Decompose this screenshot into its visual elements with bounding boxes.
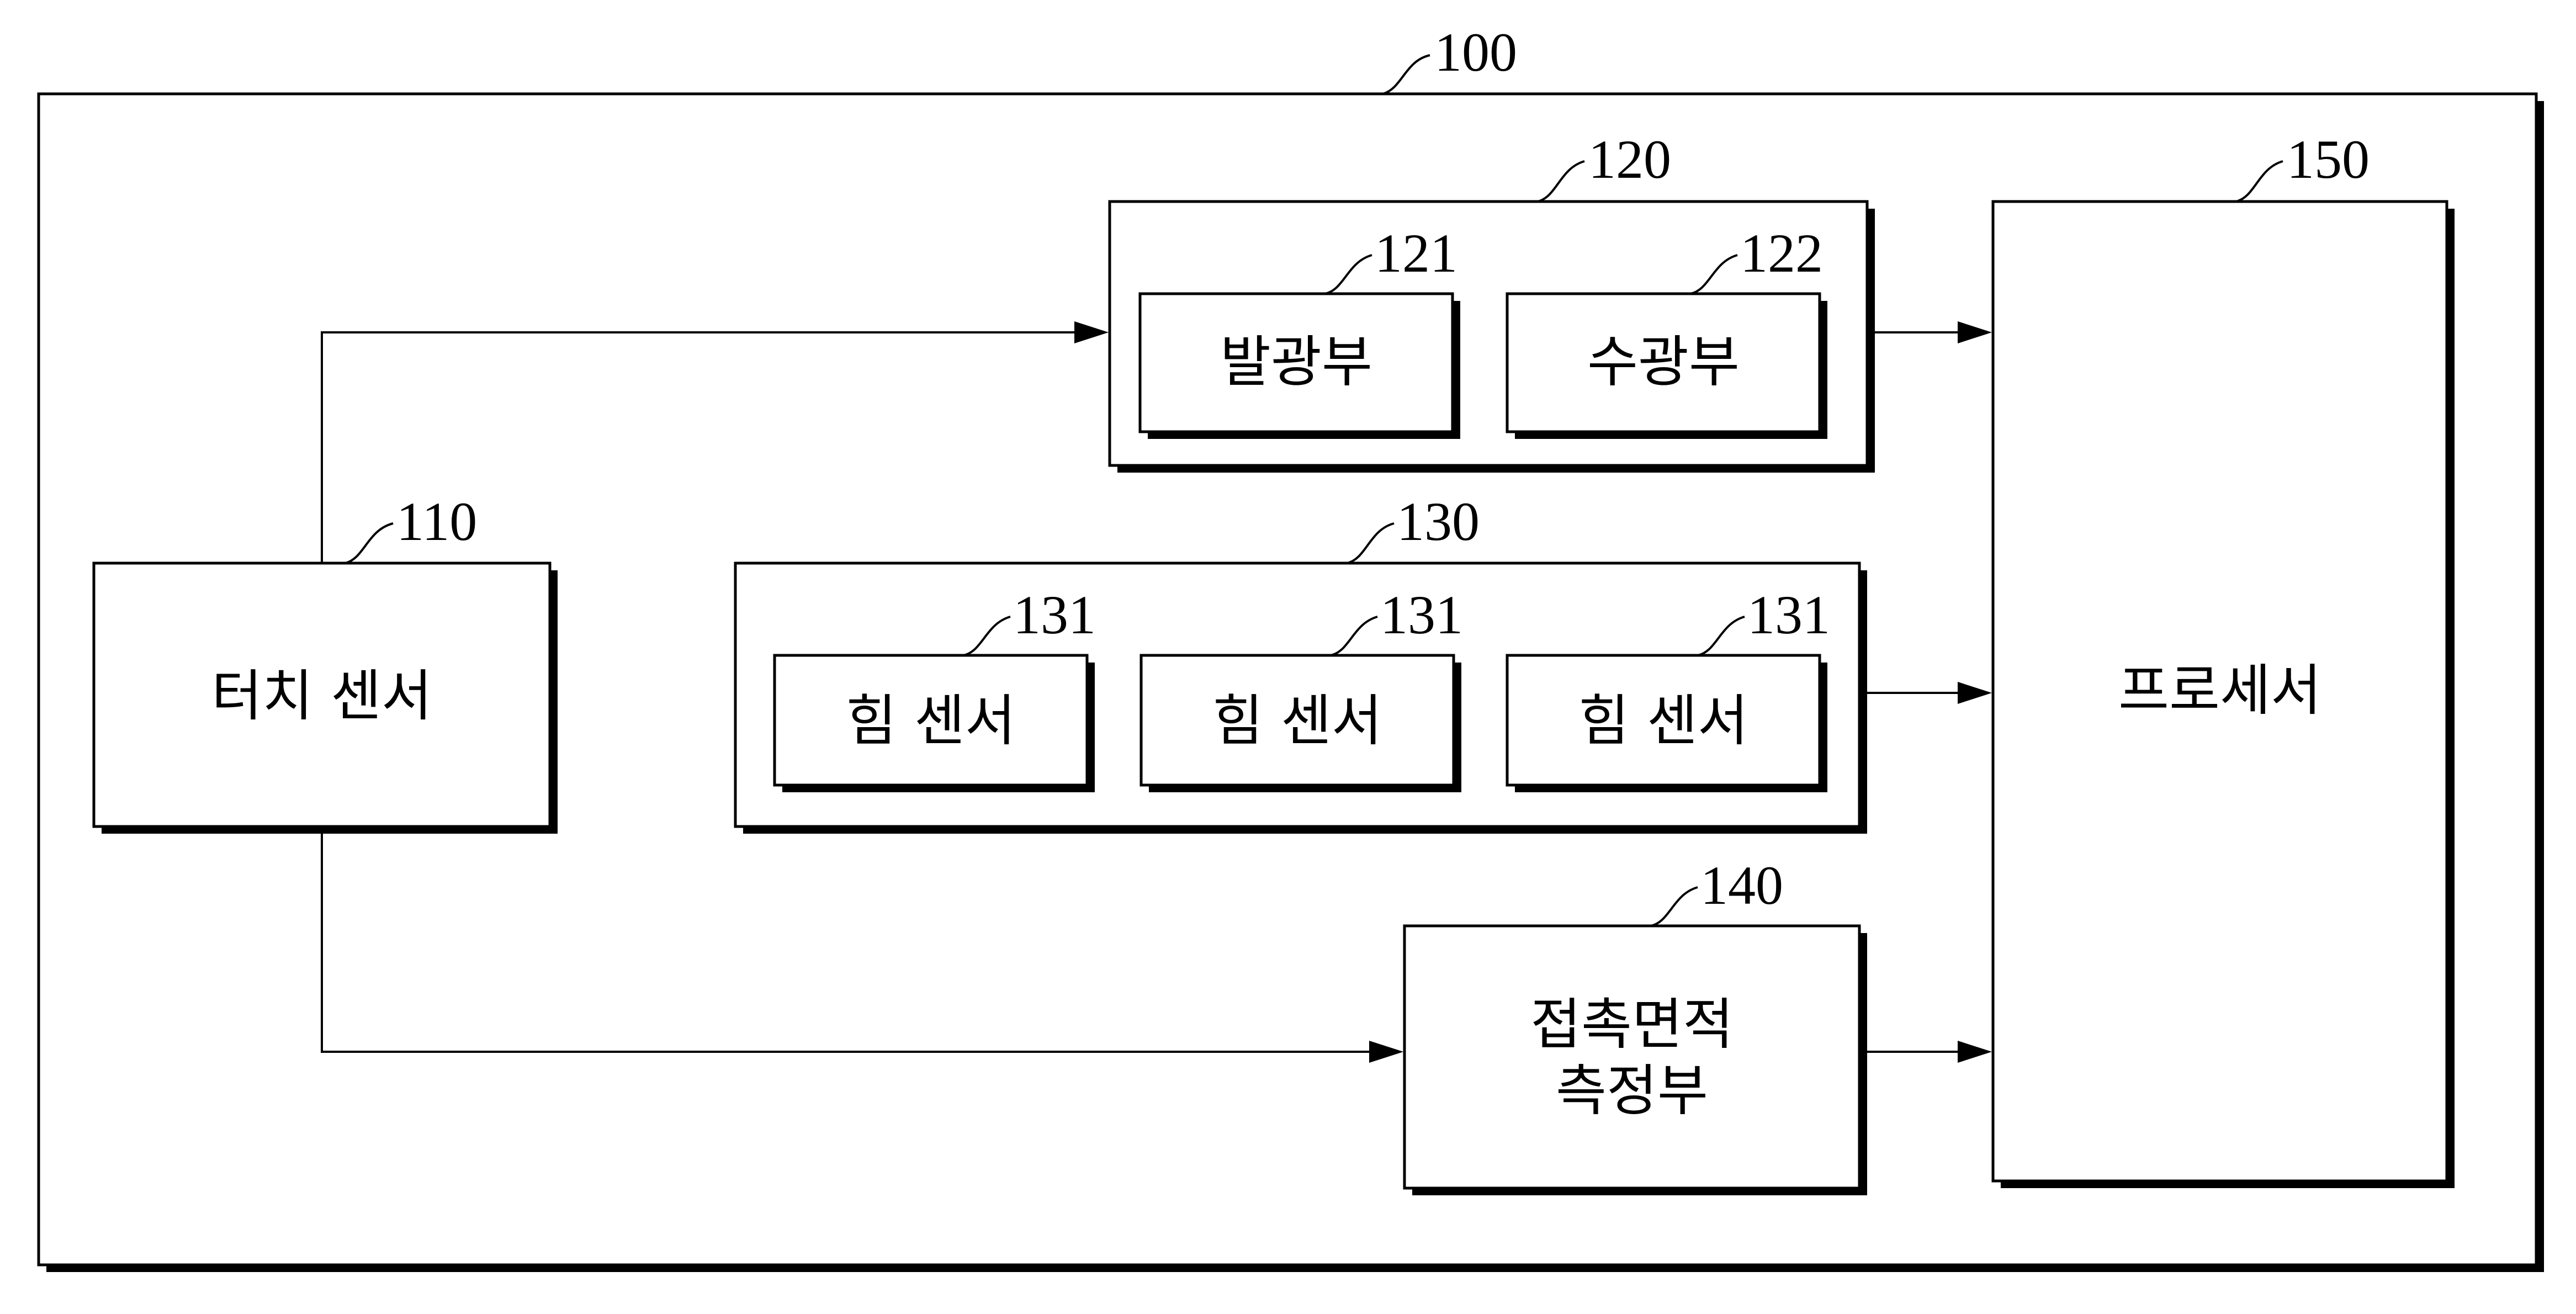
svg-text:110: 110 <box>396 491 477 552</box>
svg-text:120: 120 <box>1588 129 1671 190</box>
svg-text:121: 121 <box>1375 222 1457 284</box>
processor-label: 프로세서 <box>2118 658 2321 723</box>
svg-text:131: 131 <box>1380 584 1463 645</box>
touch-sensor-block: 터치 센서 <box>94 563 558 834</box>
force-sensor-3-block: 힘 센서 <box>1507 655 1827 792</box>
processor-block: 프로세서 <box>1993 202 2455 1188</box>
ref-100: 100 <box>1383 22 1517 94</box>
force-sensor-2-block: 힘 센서 <box>1141 655 1461 792</box>
svg-text:122: 122 <box>1740 222 1823 284</box>
contact-area-block: 접촉면적 측정부 <box>1404 926 1867 1195</box>
force-sensor-1-label: 힘 센서 <box>846 688 1016 753</box>
force-sensor-1-block: 힘 센서 <box>775 655 1095 792</box>
svg-text:150: 150 <box>2287 129 2370 190</box>
light-receiver-label: 수광부 <box>1587 330 1740 394</box>
force-sensor-2-label: 힘 센서 <box>1212 688 1382 753</box>
light-emitter-label: 발광부 <box>1220 330 1372 394</box>
svg-text:100: 100 <box>1434 22 1517 83</box>
svg-text:130: 130 <box>1397 491 1480 552</box>
light-receiver-block: 수광부 <box>1507 294 1827 439</box>
svg-text:131: 131 <box>1747 584 1830 645</box>
light-emitter-block: 발광부 <box>1140 294 1460 439</box>
force-sensor-3-label: 힘 센서 <box>1578 688 1748 753</box>
svg-text:131: 131 <box>1013 584 1096 645</box>
contact-area-label-line2: 측정부 <box>1556 1058 1708 1123</box>
svg-text:140: 140 <box>1700 855 1783 916</box>
contact-area-label-line1: 접촉면적 <box>1530 992 1734 1057</box>
touch-sensor-label: 터치 센서 <box>211 664 432 728</box>
